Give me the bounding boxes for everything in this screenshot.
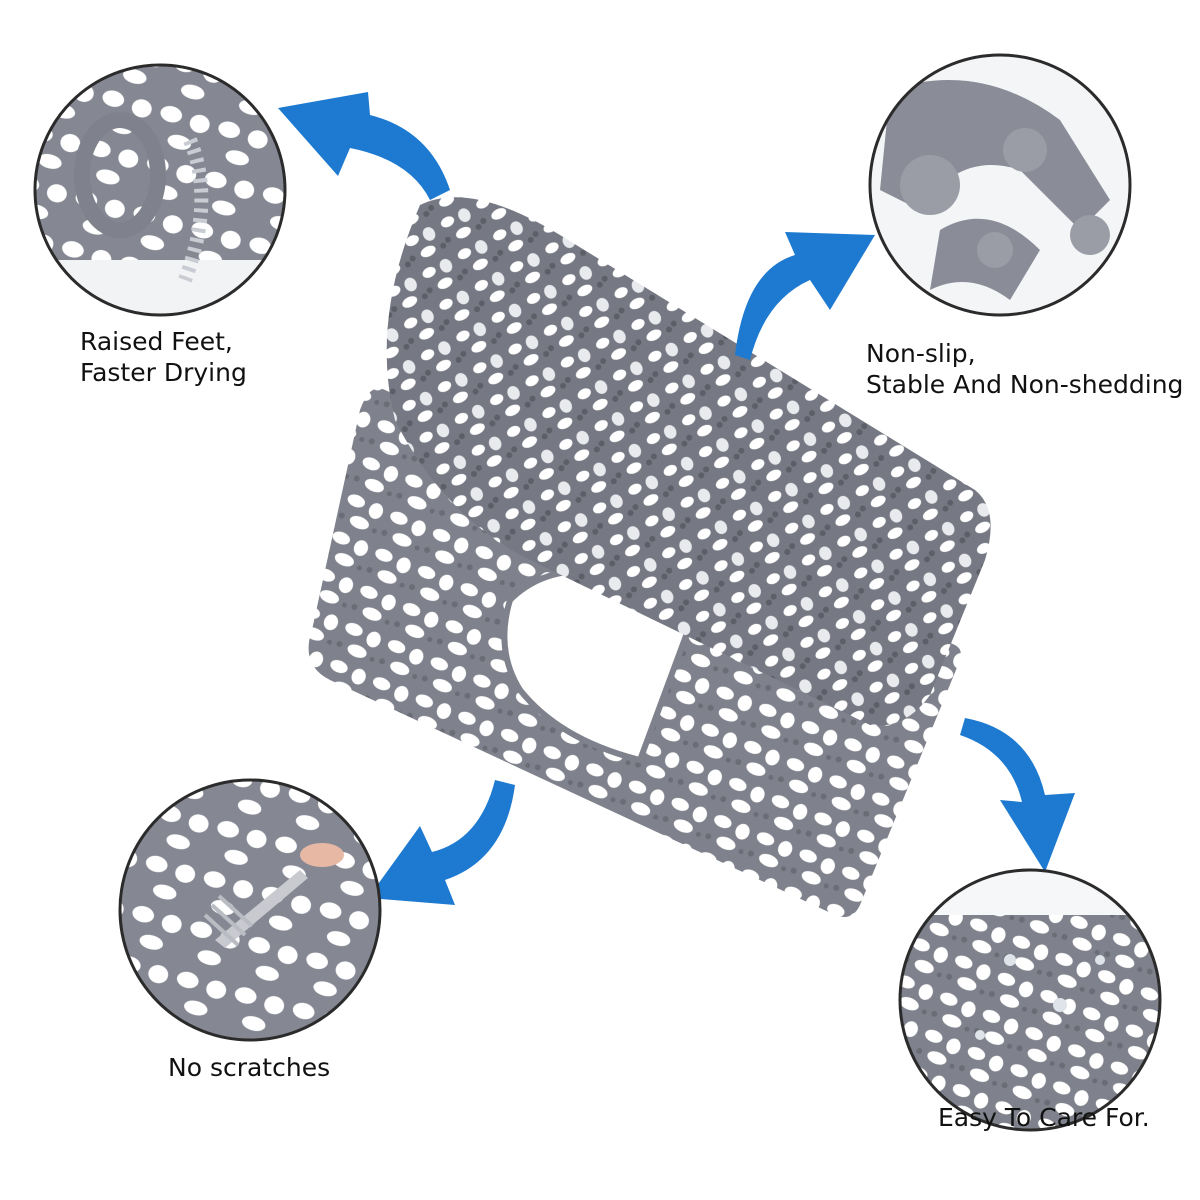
- caption-line: Non-slip,: [866, 339, 976, 368]
- detail-no-scratches: [118, 778, 382, 1042]
- caption-line: Faster Drying: [80, 358, 247, 387]
- caption-line: No scratches: [168, 1053, 331, 1082]
- detail-non-slip: [868, 53, 1132, 317]
- sink-mat: [308, 197, 991, 918]
- mat-rolled-section: [386, 197, 991, 726]
- drain-cutout: [501, 567, 694, 764]
- caption-line: Stable And Non-shedding: [866, 370, 1184, 399]
- caption-line: Easy To Care For.: [938, 1103, 1150, 1132]
- caption-line: Raised Feet,: [80, 327, 233, 356]
- caption-easy-care: Easy To Care For.: [938, 1102, 1150, 1133]
- detail-easy-care: [898, 868, 1162, 1132]
- caption-no-scratches: No scratches: [168, 1052, 330, 1083]
- caption-non-slip: Non-slip, Stable And Non-shedding: [866, 338, 1183, 400]
- detail-raised-feet: [33, 63, 287, 317]
- caption-raised-feet: Raised Feet, Faster Drying: [80, 326, 247, 388]
- arrow-icon: [278, 92, 1075, 905]
